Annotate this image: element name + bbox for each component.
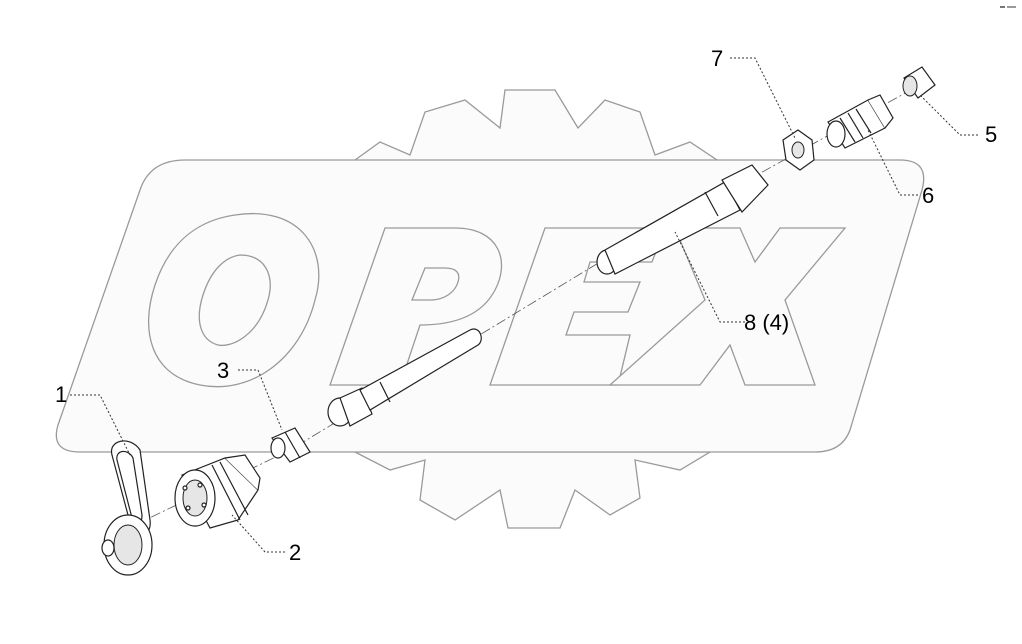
part-hose-upper xyxy=(596,164,769,275)
leader-2 xyxy=(231,514,285,553)
callout-labels: 1 2 3 5 6 7 8 (4) xyxy=(55,46,997,565)
callout-2: 2 xyxy=(289,540,301,565)
leader-lines xyxy=(70,57,978,553)
leader-7 xyxy=(730,57,796,139)
part-hose-lower xyxy=(327,328,482,427)
callout-3: 3 xyxy=(217,358,229,383)
watermark-gear-top xyxy=(352,89,723,163)
callout-1: 1 xyxy=(55,382,67,407)
watermark-letter-p xyxy=(329,227,503,386)
part-dust-cap xyxy=(101,440,153,576)
callout-6: 6 xyxy=(922,183,934,208)
leader-1 xyxy=(70,394,131,456)
watermark-gear-bottom xyxy=(354,451,713,529)
callout-5: 5 xyxy=(985,122,997,147)
watermark-letter-x xyxy=(608,227,847,386)
watermark-logo xyxy=(55,89,925,529)
callout-7: 7 xyxy=(711,46,723,71)
callout-8: 8 (4) xyxy=(744,310,789,335)
leader-8 xyxy=(674,231,745,323)
part-quick-coupler xyxy=(174,454,261,529)
part-lock-nut xyxy=(782,129,815,171)
part-cap-nut xyxy=(902,66,936,99)
leader-3 xyxy=(238,369,283,431)
leader-5 xyxy=(919,94,978,136)
part-adapter-fitting xyxy=(270,427,311,463)
leader-6 xyxy=(867,129,918,196)
corner-mark xyxy=(1000,6,1016,8)
part-bulkhead-fitting xyxy=(826,94,894,149)
watermark-letter-o xyxy=(148,213,320,388)
